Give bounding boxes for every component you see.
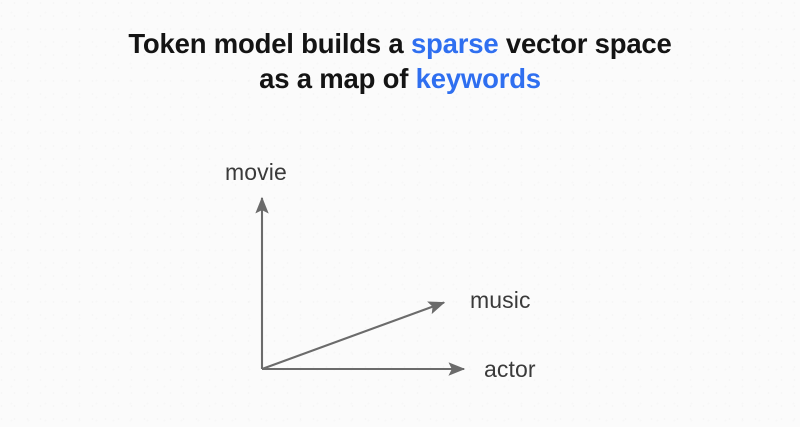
title-highlight-keywords: keywords bbox=[415, 63, 541, 94]
axis-label-actor: actor bbox=[484, 356, 536, 382]
axis-line-music bbox=[261, 301, 446, 370]
axis-label-music: music bbox=[470, 287, 531, 313]
title-highlight-sparse: sparse bbox=[410, 28, 499, 59]
title-line-1: Token model builds a sparse vector space bbox=[0, 26, 800, 61]
title-line-2: as a map of keywords bbox=[0, 61, 800, 96]
page-title: Token model builds a sparse vector space… bbox=[0, 26, 800, 96]
axis-label-movie: movie bbox=[225, 159, 287, 185]
title-line-1-text-before: Token model builds a bbox=[128, 28, 411, 59]
title-line-2-text-before: as a map of bbox=[259, 63, 416, 94]
title-line-1-text-after: vector space bbox=[498, 28, 672, 59]
